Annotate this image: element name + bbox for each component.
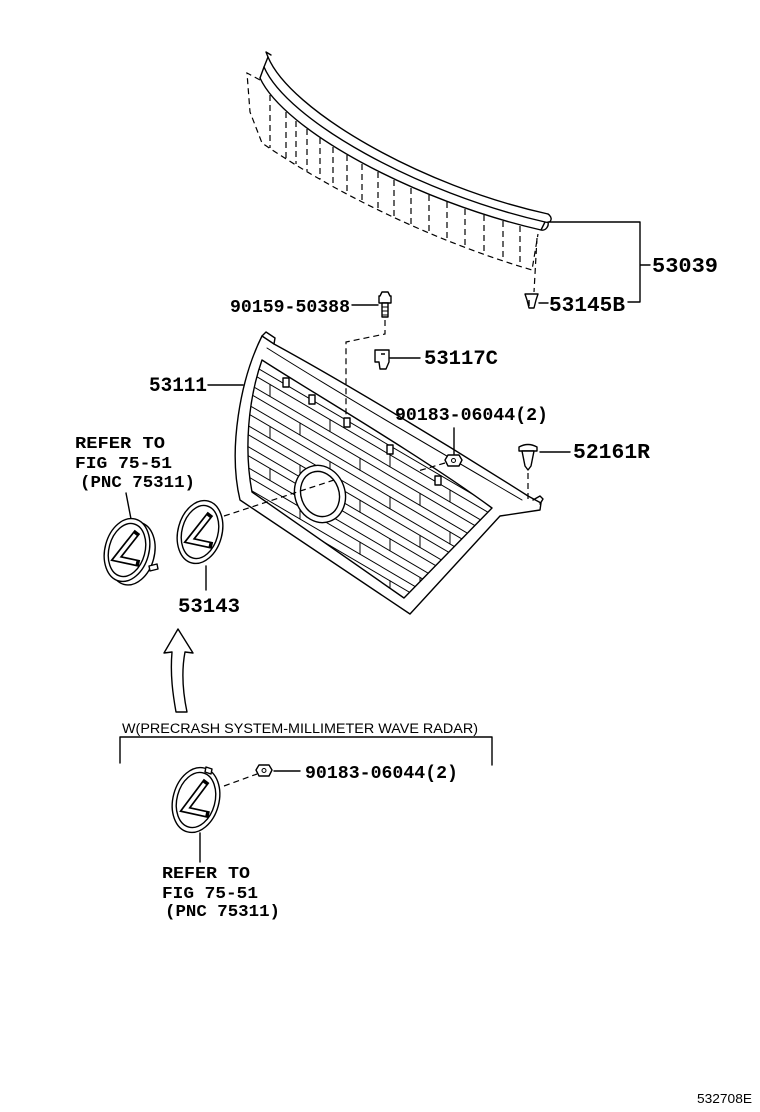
bolt-icon	[378, 291, 392, 318]
emblem-mount-hole	[299, 470, 341, 518]
bolt-install-guide	[345, 320, 386, 428]
grille-side-tab	[532, 495, 544, 505]
emblem-inner-rim	[180, 504, 220, 560]
grille-mounting-tabs	[282, 377, 442, 486]
grille-tab	[434, 475, 442, 486]
callout-53111[interactable]: 53111	[149, 375, 207, 398]
reference-emblem-lower	[171, 766, 221, 834]
nut-upper-icon	[444, 454, 463, 467]
lexus-l-icon-inner	[182, 782, 207, 816]
seal-leader-bracket	[548, 221, 651, 303]
grille-emblem-mount	[293, 464, 347, 524]
refer-lower-line3: (PNC 75311)	[165, 903, 280, 922]
seal-fringe-outline	[246, 71, 539, 271]
grille-top-lip	[266, 347, 523, 501]
variant-note: W(PRECRASH SYSTEM-MILLIMETER WAVE RADAR)	[122, 721, 478, 736]
callout-53117c[interactable]: 53117C	[424, 348, 498, 371]
emblem-upper-tab	[148, 563, 159, 572]
refer-lower-line2: FIG 75-51	[162, 885, 258, 904]
callout-90183-06044-lower[interactable]: 90183-06044(2)	[305, 764, 458, 784]
lexus-l-icon-inner	[113, 533, 137, 565]
refer-upper-leader	[125, 492, 132, 520]
grille-tab	[343, 417, 351, 428]
seal-left-end	[259, 51, 272, 79]
lexus-l-icon-inner	[186, 515, 210, 547]
refer-upper-line2: FIG 75-51	[75, 455, 172, 474]
refer-lower-line1: REFER TO	[162, 865, 250, 884]
grille-tab	[282, 377, 290, 388]
seal-lower-edge	[259, 77, 542, 231]
callout-52161r[interactable]: 52161R	[573, 442, 650, 465]
seal-clip-guide	[533, 237, 538, 293]
rivet-head	[518, 443, 538, 452]
callout-53143[interactable]: 53143	[178, 596, 240, 619]
rivet-shaft	[521, 450, 535, 471]
figure-number: 532708E	[697, 1091, 752, 1106]
grille-opening-edge	[247, 359, 493, 599]
radiator-support-seal	[246, 51, 552, 271]
seal-middle-edge	[263, 66, 546, 223]
rivet-icon	[518, 443, 538, 471]
nut-lower-hole	[261, 768, 267, 773]
nut-lower-icon	[255, 764, 273, 777]
seal-clip-icon	[524, 293, 539, 309]
callout-53039[interactable]: 53039	[652, 256, 718, 279]
grille-slats-layer	[222, 342, 528, 728]
grille-slat-mask	[222, 342, 528, 728]
grille-corner-tab	[261, 331, 276, 345]
callout-90183-06044-upper[interactable]: 90183-06044(2)	[395, 406, 548, 426]
nut-lower-guide	[223, 773, 258, 787]
bolt-head	[378, 291, 392, 304]
callout-90159-50388[interactable]: 90159-50388	[230, 298, 350, 318]
nut-upper-guide	[417, 462, 446, 472]
refer-upper-line3: (PNC 75311)	[80, 474, 195, 493]
seal-right-end	[540, 213, 552, 231]
refer-upper-line1: REFER TO	[75, 435, 165, 454]
variant-bracket	[119, 736, 493, 766]
emblem-inner-rim	[175, 771, 217, 829]
emblem-lower-tab	[204, 766, 213, 775]
emblem-53143	[176, 499, 224, 565]
seal-fringe-hatching	[269, 95, 521, 265]
reference-emblem-upper	[103, 517, 156, 586]
nut-upper-hole	[451, 458, 456, 463]
grille-tab	[386, 444, 394, 455]
bracket-icon	[374, 349, 390, 370]
up-arrow-icon	[163, 628, 194, 713]
bolt-thread	[381, 306, 389, 316]
emblem-inner-rim	[107, 522, 147, 578]
seal-upper-edge	[267, 56, 549, 215]
grille-tab	[308, 394, 316, 405]
callout-53145b[interactable]: 53145B	[549, 295, 625, 318]
